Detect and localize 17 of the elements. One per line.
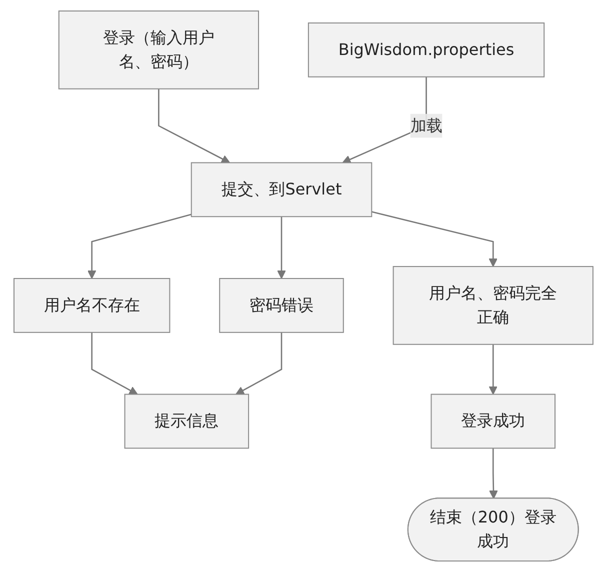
arrow	[488, 344, 498, 395]
arrow	[276, 216, 286, 279]
arrow	[235, 332, 282, 395]
edge-label: 加载	[410, 116, 442, 135]
node-box: 密码错误	[218, 278, 344, 333]
node-box: 用户名不存在	[13, 278, 170, 333]
node-box: 提示信息	[124, 394, 249, 449]
arrow	[90, 332, 138, 395]
arrow	[158, 88, 230, 164]
node-box: 用户名、密码完全正确	[392, 266, 593, 345]
node-box: 登录（输入用户名、密码）	[58, 10, 259, 90]
arrow	[371, 211, 498, 267]
node-box: BigWisdom.properties	[307, 22, 544, 78]
arrow	[488, 448, 498, 499]
arrow	[87, 214, 192, 279]
node-box: 提交、到Servlet	[190, 162, 372, 218]
node-box: 登录成功	[430, 394, 556, 449]
